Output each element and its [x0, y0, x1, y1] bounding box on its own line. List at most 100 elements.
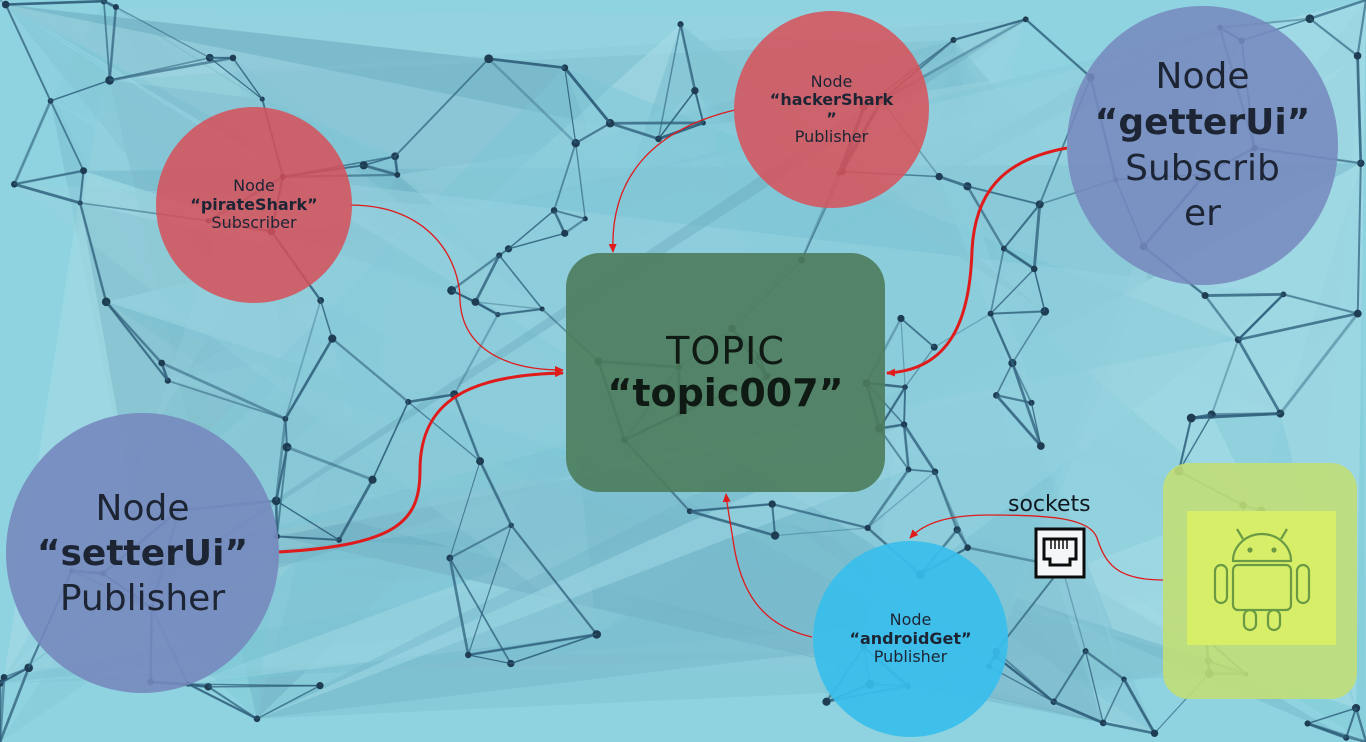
background-edge: [448, 557, 470, 656]
background-edge: [188, 683, 320, 687]
background-edge: [908, 468, 936, 473]
background-vertex: [1022, 16, 1029, 23]
background-edge: [1283, 293, 1359, 315]
background-edge: [13, 182, 81, 205]
ethernet-port-icon: [1034, 527, 1086, 579]
background-edge: [995, 394, 1042, 447]
topic-name: “topic007”: [607, 370, 844, 415]
background-edge: [1178, 417, 1192, 472]
background-vertex: [1186, 413, 1196, 423]
node-name: “hackerShark: [769, 90, 894, 110]
background-vertex: [1099, 719, 1107, 727]
node-hackershark: Node “hackerShark ” Publisher: [734, 11, 929, 208]
node-type-label: Node: [233, 176, 275, 196]
background-vertex: [935, 172, 943, 181]
android-robot-icon: [1213, 528, 1311, 632]
background-edge: [0, 667, 30, 742]
node-role: Publisher: [59, 577, 226, 619]
node-name: “getterUi”: [1094, 101, 1311, 143]
background-vertex: [770, 531, 780, 540]
background-edge: [903, 424, 910, 470]
background-edge: [256, 685, 321, 720]
background-edge: [1178, 414, 1213, 472]
background-vertex: [471, 298, 480, 306]
background-edge: [903, 387, 906, 425]
background-edge: [109, 6, 117, 81]
background-vertex: [864, 524, 871, 532]
background-edge: [363, 164, 398, 176]
node-role: Subscriber: [211, 213, 297, 233]
background-vertex: [691, 86, 699, 95]
background-edge: [49, 100, 85, 172]
background-edge: [1356, 55, 1362, 164]
background-vertex: [328, 334, 337, 343]
background-edge: [187, 683, 258, 720]
background-edge: [574, 143, 586, 219]
background-vertex: [368, 475, 377, 484]
background-edge: [105, 301, 169, 382]
background-edge: [468, 654, 511, 665]
background-vertex: [900, 421, 908, 428]
background-edge: [468, 633, 597, 656]
background-edge: [12, 100, 52, 185]
background-edge: [50, 79, 110, 102]
background-edge: [1025, 18, 1092, 78]
node-setterui: Node “setterUi” Publisher: [6, 413, 279, 693]
background-edge: [1356, 163, 1362, 314]
background-vertex: [822, 697, 831, 706]
background-edge: [1237, 312, 1359, 342]
node-type-label: Node: [810, 71, 853, 91]
node-type-label: Node: [1155, 56, 1250, 98]
background-edge: [448, 557, 470, 656]
background-edge: [319, 300, 334, 339]
background-edge: [553, 142, 577, 211]
background-edge: [1102, 721, 1155, 735]
background-edge: [1102, 678, 1125, 724]
node-name: “setterUi”: [36, 532, 249, 574]
node-name-continued: ”: [826, 108, 837, 128]
background-edge: [79, 170, 85, 204]
node-role: Subscrib: [1125, 147, 1280, 189]
background-vertex: [229, 54, 237, 62]
background-vertex: [1150, 729, 1159, 737]
node-name: “androidGet”: [849, 628, 972, 648]
background-edge: [102, 1, 111, 81]
background-edge: [1356, 0, 1366, 56]
background-edge: [575, 122, 611, 144]
background-edge: [0, 677, 6, 742]
background-edge: [1122, 678, 1156, 735]
background-edge: [209, 57, 263, 100]
background-edge: [1237, 339, 1282, 415]
background-vertex: [80, 167, 88, 175]
background-vertex: [465, 651, 472, 659]
background-vertex: [561, 229, 569, 237]
background-edge: [902, 423, 937, 473]
background-vertex: [394, 172, 401, 178]
background-edge: [1084, 650, 1104, 724]
node-type-label: Node: [95, 487, 190, 529]
background-vertex: [677, 21, 684, 28]
background-edge: [13, 100, 52, 185]
background-edge: [575, 122, 611, 145]
background-edge: [4, 4, 52, 102]
background-edge: [394, 58, 490, 157]
node-type-label: Node: [889, 610, 932, 630]
background-vertex: [253, 715, 261, 723]
background-edge: [394, 156, 398, 175]
background-edge: [1354, 707, 1366, 742]
background-edge: [363, 155, 396, 167]
background-edge: [207, 685, 258, 720]
background-edge: [103, 1, 111, 81]
background-vertex: [158, 359, 166, 367]
node-name: “pirateShark”: [190, 194, 318, 214]
node-role: Publisher: [873, 647, 948, 667]
background-edge: [1102, 679, 1125, 724]
background-edge: [1309, 17, 1359, 57]
background-edge: [1345, 707, 1358, 738]
background-edge: [115, 6, 211, 59]
node-pirateshark: Node “pirateShark” Subscriber: [156, 107, 352, 303]
background-edge: [1061, 566, 1087, 652]
background-vertex: [1304, 720, 1311, 727]
background-edge: [1210, 339, 1240, 415]
background-edge: [1024, 18, 1092, 79]
